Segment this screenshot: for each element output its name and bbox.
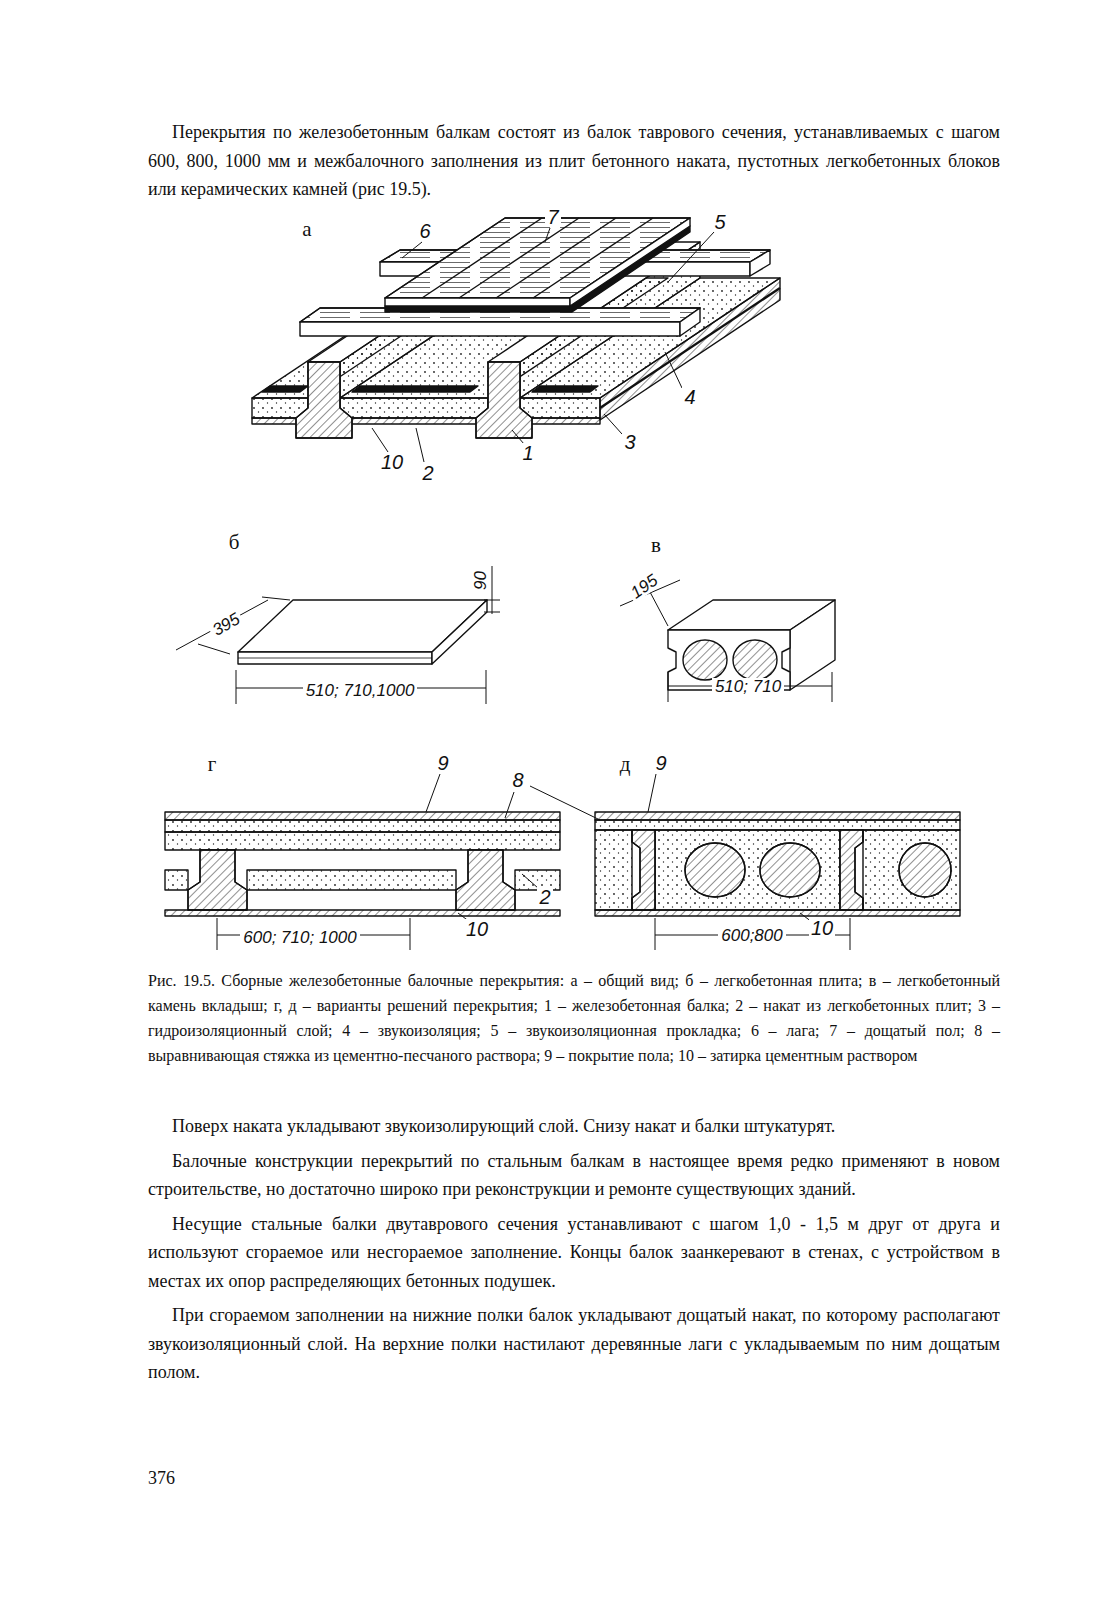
callout-number: 9 bbox=[653, 753, 668, 773]
body-text-flow: Поверх наката укладывают звукоизолирующи… bbox=[148, 1112, 1000, 1393]
callout-number: 2 bbox=[420, 463, 435, 483]
subfigure-letter: д bbox=[620, 754, 631, 775]
callout-number: 10 bbox=[464, 919, 490, 939]
leader-lines bbox=[426, 774, 812, 922]
callout-number: 1 bbox=[520, 443, 535, 463]
dimension-label: 195 bbox=[625, 569, 663, 603]
dimension-label: 510; 710,1000 bbox=[303, 682, 418, 699]
body-paragraph: Несущие стальные балки двутаврового сече… bbox=[148, 1210, 1000, 1296]
callout-number: 8 bbox=[510, 770, 525, 790]
dimension-label: 510; 710 bbox=[712, 678, 784, 695]
dimension-label: 600;800 bbox=[718, 927, 785, 944]
callout-number: 7 bbox=[545, 207, 560, 227]
callout-number: 3 bbox=[622, 432, 637, 452]
body-paragraph: Перекрытия по железобетонным балкам сост… bbox=[148, 118, 1000, 204]
floor-section-plates bbox=[165, 812, 560, 950]
body-paragraph: Поверх наката укладывают звукоизолирующи… bbox=[148, 1112, 1000, 1141]
floor-section-blocks bbox=[595, 812, 960, 950]
hollow-block bbox=[620, 580, 835, 702]
body-paragraph: При сгораемом заполнении на нижние полки… bbox=[148, 1301, 1000, 1387]
subfigure-letter: а bbox=[302, 219, 311, 240]
dimension-label: 600; 710; 1000 bbox=[240, 929, 359, 946]
lightweight-concrete-plate bbox=[176, 566, 500, 704]
callout-number: 5 bbox=[712, 212, 727, 232]
callout-number: 10 bbox=[809, 918, 835, 938]
subfigure-letter: г bbox=[208, 754, 217, 775]
callout-number: 2 bbox=[537, 887, 552, 907]
dimension-label: 395 bbox=[207, 608, 245, 640]
callout-number: 4 bbox=[682, 387, 697, 407]
page-number: 376 bbox=[148, 1468, 175, 1489]
general-view bbox=[252, 218, 780, 462]
body-paragraph: Балочные конструкции перекрытий по сталь… bbox=[148, 1147, 1000, 1204]
callout-number: 6 bbox=[417, 221, 432, 241]
callout-number: 9 bbox=[435, 753, 450, 773]
figure-caption: Рис. 19.5. Сборные железобетонные балочн… bbox=[148, 968, 1000, 1068]
subfigure-letter: б bbox=[229, 532, 240, 553]
callout-number: 10 bbox=[379, 452, 405, 472]
subfigure-letter: в bbox=[651, 535, 661, 556]
dimension-label: 90 bbox=[471, 568, 488, 593]
